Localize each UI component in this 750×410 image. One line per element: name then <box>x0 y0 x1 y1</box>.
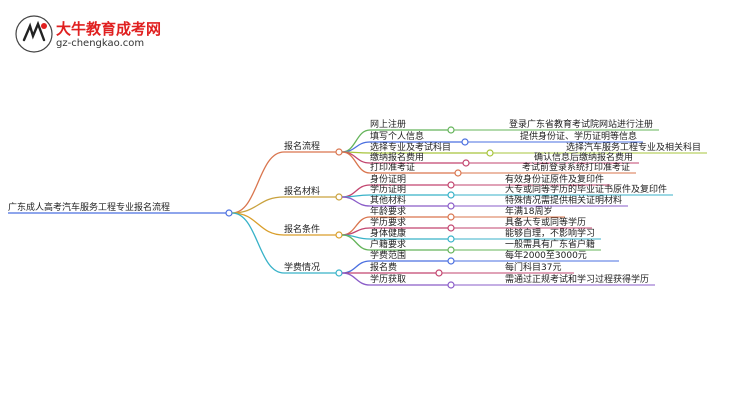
child-connector <box>341 151 371 174</box>
child-node-label[interactable]: 选择专业及考试科目 <box>370 141 451 153</box>
child-node-label[interactable]: 学历证明 <box>370 183 406 195</box>
detail-node-label[interactable]: 能够自理，不影响学习 <box>505 227 595 239</box>
child-dot <box>447 191 455 199</box>
child-node-label[interactable]: 填写个人信息 <box>370 130 424 142</box>
child-node-label[interactable]: 网上注册 <box>370 118 406 130</box>
child-dot <box>447 246 455 254</box>
branch-node-label[interactable]: 报名材料 <box>284 185 320 197</box>
detail-node-label[interactable]: 年满18周岁 <box>505 205 552 217</box>
site-logo[interactable]: 大牛教育成考网 gz-chengkao.com <box>14 14 174 56</box>
branch-connector <box>231 212 285 236</box>
branch-node-label[interactable]: 报名条件 <box>284 223 320 235</box>
site-url: gz-chengkao.com <box>56 38 145 49</box>
detail-node-label[interactable]: 每年2000至3000元 <box>505 249 587 261</box>
child-node-label[interactable]: 身份证明 <box>370 173 406 185</box>
child-connector <box>341 260 371 274</box>
child-node-label[interactable]: 身体健康 <box>370 227 406 239</box>
child-connector <box>341 141 371 153</box>
brand-name: 大牛教育成考网 <box>56 20 162 38</box>
branch-node-label[interactable]: 报名流程 <box>284 140 320 152</box>
child-dot <box>447 224 455 232</box>
detail-node-label[interactable]: 有效身份证原件及复印件 <box>505 173 604 185</box>
detail-node-label[interactable]: 考试前登录系统打印准考证 <box>522 161 630 173</box>
bull-logo-icon <box>15 15 53 53</box>
child-dot <box>447 202 455 210</box>
child-dot <box>486 149 494 157</box>
branch-node-label[interactable]: 学费情况 <box>284 261 320 273</box>
child-node-label[interactable]: 学费范围 <box>370 249 406 261</box>
child-node-label[interactable]: 报名费 <box>370 261 397 273</box>
child-node-label[interactable]: 学历获取 <box>370 273 406 285</box>
detail-node-label[interactable]: 一般需具有广东省户籍 <box>505 238 595 250</box>
child-node-label[interactable]: 打印准考证 <box>370 161 415 173</box>
branch-connector <box>231 151 285 214</box>
child-dot <box>447 181 455 189</box>
child-node-label[interactable]: 学历要求 <box>370 216 406 228</box>
root-node-label[interactable]: 广东成人高考汽车服务工程专业报名流程 <box>8 201 170 213</box>
root-dot <box>225 209 233 217</box>
branch-connector <box>231 196 285 214</box>
child-dot <box>447 281 455 289</box>
child-connector <box>341 272 371 286</box>
detail-node-label[interactable]: 登录广东省教育考试院网站进行注册 <box>509 118 653 130</box>
detail-node-label[interactable]: 特殊情况需提供相关证明材料 <box>505 194 622 206</box>
child-connector <box>341 196 371 207</box>
child-connector <box>341 216 371 236</box>
branch-dot <box>335 231 343 239</box>
child-dot <box>461 138 469 146</box>
child-dot <box>447 126 455 134</box>
branch-dot <box>335 193 343 201</box>
child-dot <box>447 257 455 265</box>
detail-node-label[interactable]: 大专或同等学历的毕业证书原件及复印件 <box>505 183 667 195</box>
detail-node-label[interactable]: 具备大专或同等学历 <box>505 216 586 228</box>
child-dot <box>454 169 462 177</box>
branch-connector <box>231 212 285 274</box>
detail-node-label[interactable]: 需通过正规考试和学习过程获得学历 <box>505 273 649 285</box>
child-connector <box>341 129 371 153</box>
child-dot <box>462 159 470 167</box>
branch-dot <box>335 148 343 156</box>
child-node-label[interactable]: 年龄要求 <box>370 205 406 217</box>
detail-node-label[interactable]: 每门科目37元 <box>505 261 561 273</box>
branch-dot <box>335 269 343 277</box>
detail-node-label[interactable]: 选择汽车服务工程专业及相关科目 <box>566 141 701 153</box>
child-dot <box>447 235 455 243</box>
child-connector <box>341 234 371 251</box>
child-dot <box>447 213 455 221</box>
child-node-label[interactable]: 户籍要求 <box>370 238 406 250</box>
detail-node-label[interactable]: 提供身份证、学历证明等信息 <box>520 130 637 142</box>
child-node-label[interactable]: 其他材料 <box>370 194 406 206</box>
detail-node-label[interactable]: 确认信息后缴纳报名费用 <box>534 151 633 163</box>
child-dot <box>435 269 443 277</box>
child-node-label[interactable]: 缴纳报名费用 <box>370 151 424 163</box>
